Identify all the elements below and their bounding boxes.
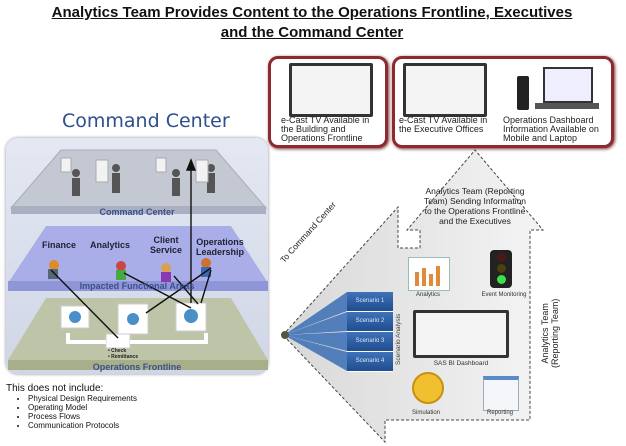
up-arrow-text: Analytics Team (Reporting Team) Sending … [423, 186, 527, 226]
tv-icon [403, 63, 487, 117]
exclusion-item: Operating Model [28, 403, 137, 412]
analytics-chart-icon [408, 257, 450, 291]
sas-dashboard-label: SAS BI Dashboard [433, 360, 489, 367]
simulation-label: Simulation [411, 410, 440, 416]
title-line-2: and the Command Center [220, 24, 404, 41]
event-monitoring-label: Event Monitoring [481, 292, 527, 298]
flow-arrows [50, 158, 212, 339]
laptop-icon [543, 67, 593, 103]
reporting-icon [483, 376, 519, 411]
mobile-phone-icon [517, 76, 529, 110]
layer-label-functional-areas: Impacted Functional Areas [79, 281, 195, 291]
display-box-building: e-Cast TV Available in the Building and … [268, 56, 388, 148]
display-caption: Operations Dashboard Information Availab… [503, 115, 599, 143]
scenario-fan [284, 292, 347, 371]
analytics-team-side-label: Analytics Team (Reporting Team) [540, 299, 560, 368]
tv-icon [289, 63, 373, 117]
scenario-analysis-label: Scenario Analysis [395, 313, 402, 365]
people-icons [72, 164, 215, 196]
exclusion-item: Communication Protocols [28, 421, 137, 430]
exclusion-item: Process Flows [28, 412, 137, 421]
analytics-label: Analytics [415, 292, 440, 298]
command-center-heading: Command Center [62, 110, 230, 132]
display-caption: e-Cast TV Available in the Executive Off… [399, 115, 488, 134]
scenario-2: Scenario 2 [347, 312, 393, 332]
display-box-executive: e-Cast TV Available in the Executive Off… [392, 56, 614, 148]
scenario-4: Scenario 4 [347, 352, 393, 372]
origin-dot [281, 331, 289, 339]
scenario-3: Scenario 3 [347, 332, 393, 352]
layer-label-frontline: Operations Frontline [92, 362, 182, 372]
exclusions-list: This does not include: Physical Design R… [6, 383, 137, 430]
display-caption: e-Cast TV Available in the Building and … [281, 115, 370, 143]
scenario-1: Scenario 1 [347, 292, 393, 312]
simulation-clock-icon [412, 372, 444, 404]
exclusion-item: Physical Design Requirements [28, 394, 137, 403]
exclusions-heading: This does not include: [6, 383, 104, 394]
title-line-1: Analytics Team Provides Content to the O… [51, 4, 573, 21]
function-client-service: Client Service [149, 235, 183, 255]
layer-label-command-center: Command Center [99, 207, 175, 217]
sas-dashboard-icon [413, 310, 509, 358]
function-operations-leadership: Operations Leadership [195, 237, 244, 257]
item-check: Check [111, 348, 127, 354]
traffic-light-icon [490, 250, 512, 288]
function-analytics: Analytics [90, 240, 131, 250]
side-label-line-2: (Reporting Team) [550, 298, 560, 368]
frontline-items: • Check• Remittance [108, 348, 139, 360]
reporting-label: Reporting [486, 410, 513, 416]
side-label-line-1: Analytics Team [540, 303, 550, 364]
layers-graphic [8, 149, 268, 370]
function-finance: Finance [42, 240, 77, 250]
item-remittance: Remittance [111, 354, 139, 360]
